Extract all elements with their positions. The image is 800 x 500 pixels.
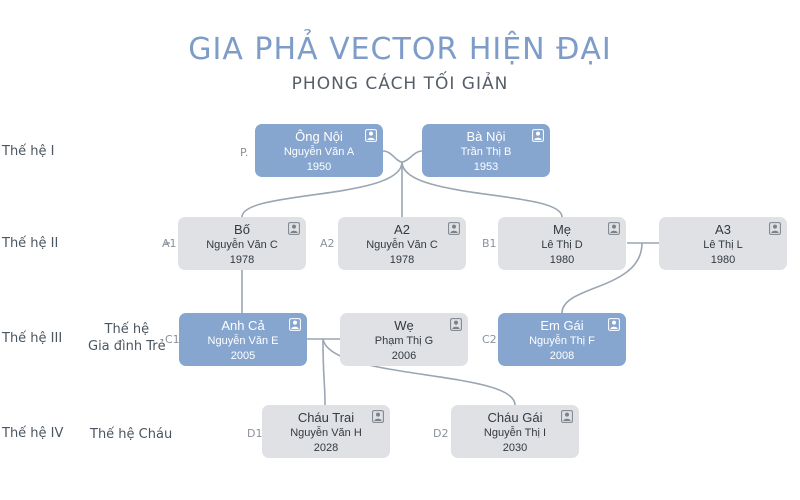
person-birth-year: 2006 — [391, 350, 417, 362]
code-p: P. — [240, 146, 249, 159]
person-full-name: Nguyễn Thị F — [529, 335, 595, 347]
person-full-name: Nguyễn Văn H — [290, 427, 362, 439]
connector-couple-grandparents — [382, 150, 423, 163]
person-node-a3[interactable]: A3 Lê Thị L 1980 — [659, 217, 787, 270]
person-name: A3 — [715, 222, 731, 237]
code-d1: D1 — [247, 427, 263, 440]
page-title: GIA PHẢ VECTOR HIỆN ĐẠI — [188, 32, 612, 67]
generation-label-1: Thế hệ I — [2, 144, 55, 159]
generation-label-4: Thế hệ IV — [2, 426, 64, 441]
person-node-me[interactable]: Mẹ Lê Thị D 1980 — [498, 217, 626, 270]
person-name: Ông Nội — [295, 129, 343, 144]
person-full-name: Nguyễn Văn C — [366, 239, 438, 251]
connector-family-chaugai — [322, 338, 516, 406]
person-full-name: Nguyễn Văn A — [283, 146, 355, 158]
person-birth-year: 2008 — [549, 350, 575, 362]
person-node-chau-trai[interactable]: Cháu Trai Nguyễn Văn H 2028 — [262, 405, 390, 458]
person-node-ong-noi[interactable]: Ông Nội Nguyễn Văn A 1950 — [255, 124, 383, 177]
person-icon — [288, 222, 300, 235]
person-node-ba-noi[interactable]: Bà Nội Trần Thị B 1953 — [422, 124, 550, 177]
person-birth-year: 1980 — [710, 254, 736, 266]
person-name: A2 — [394, 222, 410, 237]
connector-grandparents-me — [401, 161, 563, 218]
person-icon — [608, 318, 620, 331]
person-node-chau-gai[interactable]: Cháu Gái Nguyễn Thị I 2030 — [451, 405, 579, 458]
person-full-name: Lê Thị L — [703, 239, 743, 251]
person-name: Em Gái — [540, 318, 584, 333]
person-name: Wẹ — [394, 318, 414, 333]
person-full-name: Trần Thị B — [460, 146, 512, 158]
code-c1: C1 — [165, 333, 180, 346]
person-name: Anh Cả — [221, 318, 265, 333]
connector-family-chautrai — [322, 338, 326, 406]
connector-grandparents-bo — [241, 161, 403, 218]
code-c2: C2 — [482, 333, 497, 346]
person-icon — [289, 318, 301, 331]
person-name: Bố — [234, 222, 250, 237]
person-full-name: Nguyễn Văn C — [206, 239, 278, 251]
code-d2: D2 — [433, 427, 449, 440]
person-node-we[interactable]: Wẹ Phạm Thị G 2006 — [340, 313, 468, 366]
person-birth-year: 1950 — [306, 161, 332, 173]
person-full-name: Phạm Thị G — [374, 335, 434, 347]
person-name: Cháu Trai — [297, 410, 355, 425]
person-node-em-gai[interactable]: Em Gái Nguyễn Thị F 2008 — [498, 313, 626, 366]
generation-label-3: Thế hệ III — [2, 331, 63, 346]
person-birth-year: 1980 — [549, 254, 575, 266]
person-full-name: Lê Thị D — [541, 239, 583, 251]
person-name: Cháu Gái — [487, 410, 543, 425]
person-node-anh-ca[interactable]: Anh Cả Nguyễn Văn E 2005 — [179, 313, 307, 366]
person-node-a2[interactable]: A2 Nguyễn Văn C 1978 — [338, 217, 466, 270]
person-name: Bà Nội — [466, 129, 506, 144]
connector-me-a3-emgai — [561, 242, 643, 314]
person-full-name: Nguyễn Văn E — [207, 335, 279, 347]
code-a2: A2 — [320, 237, 335, 250]
person-name: Mẹ — [552, 222, 572, 237]
person-full-name: Nguyễn Thị I — [483, 427, 547, 439]
person-icon — [372, 410, 384, 423]
person-birth-year: 1953 — [473, 161, 499, 173]
grandchildren-label: Thế hệ Cháu — [90, 427, 173, 442]
person-icon — [532, 129, 544, 142]
person-node-bo[interactable]: Bố Nguyễn Văn C 1978 — [178, 217, 306, 270]
person-icon — [365, 129, 377, 142]
person-birth-year: 2030 — [502, 442, 528, 454]
page-subtitle: PHONG CÁCH TỐI GIẢN — [291, 74, 509, 94]
generation-label-2: Thế hệ II — [2, 236, 59, 251]
person-icon — [450, 318, 462, 331]
person-icon — [561, 410, 573, 423]
person-icon — [448, 222, 460, 235]
person-icon — [608, 222, 620, 235]
person-icon — [769, 222, 781, 235]
person-birth-year: 2028 — [313, 442, 339, 454]
person-birth-year: 1978 — [229, 254, 255, 266]
code-a1: A1 — [162, 237, 177, 250]
young-family-label: Thế hệ Gia đình Trẻ — [88, 322, 166, 354]
code-b1: B1 — [482, 237, 497, 250]
person-birth-year: 2005 — [230, 350, 256, 362]
person-birth-year: 1978 — [389, 254, 415, 266]
